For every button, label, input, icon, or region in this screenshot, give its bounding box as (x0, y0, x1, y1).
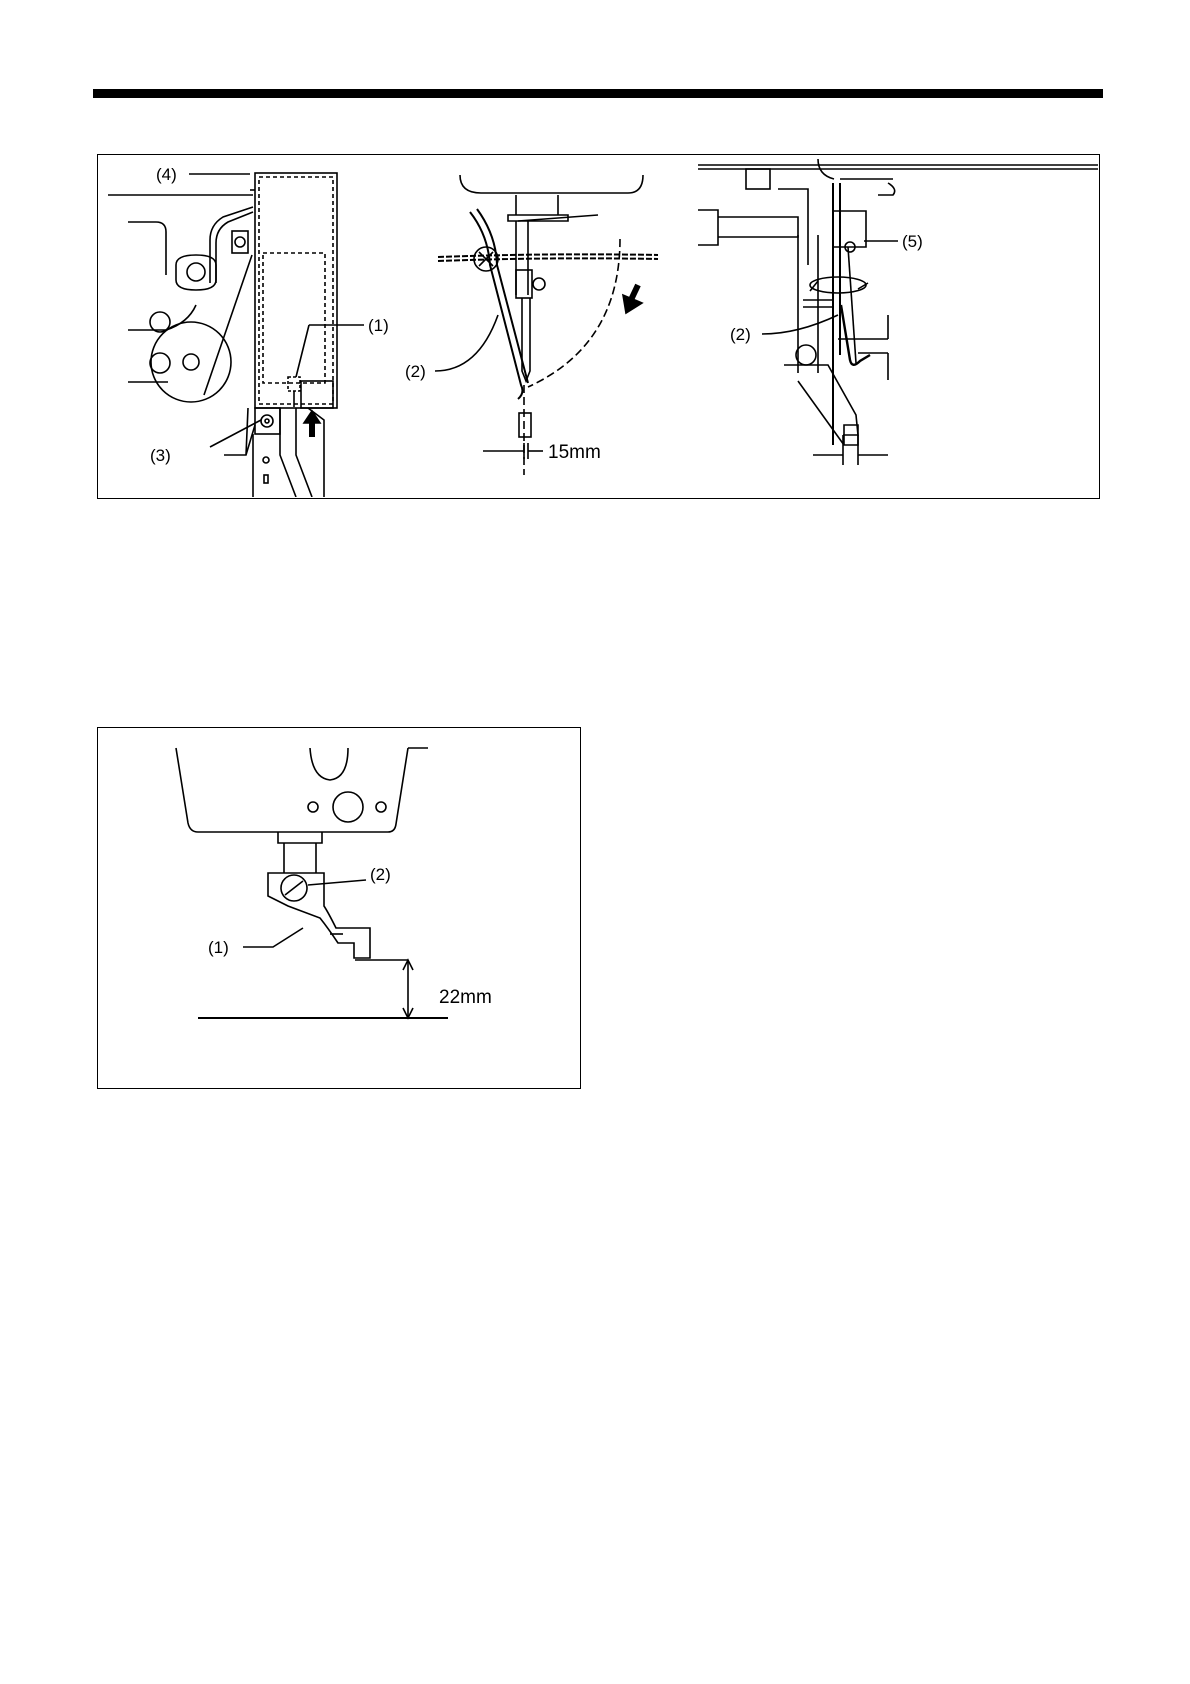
figure-top-drawing: (4) (1) (3) (2) 15mm (5) (2) (98, 155, 1098, 497)
label-4: (4) (156, 165, 177, 184)
label-1: (1) (368, 316, 389, 335)
figure-top: (4) (1) (3) (2) 15mm (5) (2) (97, 154, 1100, 499)
label-5: (5) (902, 232, 923, 251)
header-rule (93, 89, 1103, 98)
bottom-label-2: (2) (370, 865, 391, 884)
label-2-right: (2) (730, 325, 751, 344)
figure-bottom-drawing: (2) (1) 22mm (98, 728, 579, 1087)
dimension-22mm: 22mm (439, 987, 492, 1008)
label-3: (3) (150, 446, 171, 465)
label-2-middle: (2) (405, 362, 426, 381)
dimension-15mm: 15mm (548, 442, 601, 463)
bottom-label-1: (1) (208, 938, 229, 957)
figure-bottom: (2) (1) 22mm (97, 727, 581, 1089)
